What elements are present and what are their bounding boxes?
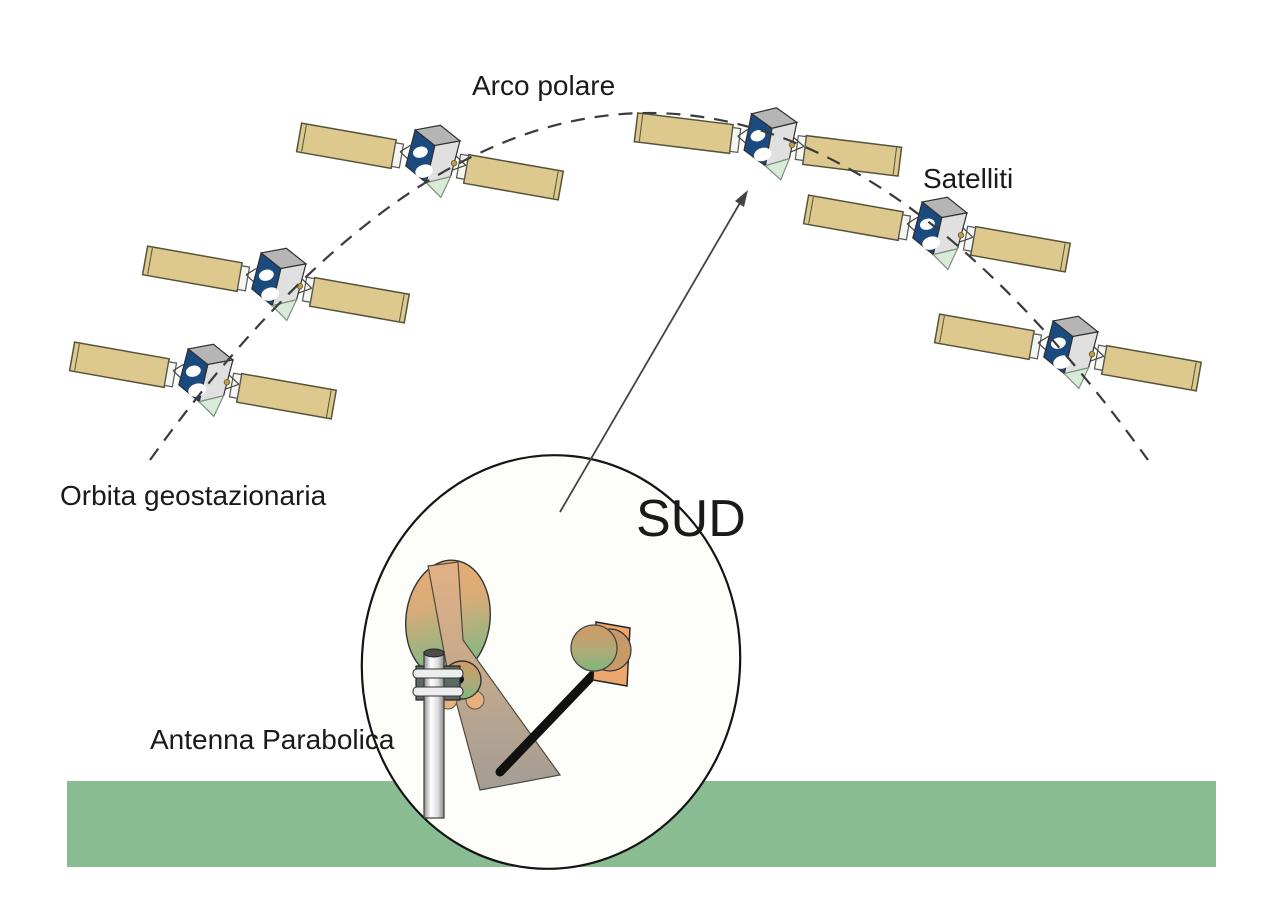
parabolic-antenna (360, 454, 742, 870)
label-parabolic-antenna: Antenna Parabolica (150, 724, 395, 755)
satellite-icon (631, 90, 906, 195)
mast-clamp (412, 668, 464, 679)
lnb-feed (570, 621, 632, 687)
satellite-icon (138, 223, 415, 342)
satellite-icon (930, 291, 1207, 410)
label-geostationary-orbit: Orbita geostazionaria (60, 480, 327, 511)
satellite-icon (65, 319, 342, 438)
dish-reflector (360, 454, 742, 870)
label-satellites: Satelliti (923, 163, 1013, 194)
label-south: SUD (636, 490, 746, 548)
label-polar-arc: Arco polare (472, 70, 615, 101)
orbit-dashed-arc (149, 112, 1149, 461)
satellite-icon (292, 100, 569, 219)
pointing-arrow (559, 190, 748, 513)
mast-clamp (412, 686, 464, 697)
